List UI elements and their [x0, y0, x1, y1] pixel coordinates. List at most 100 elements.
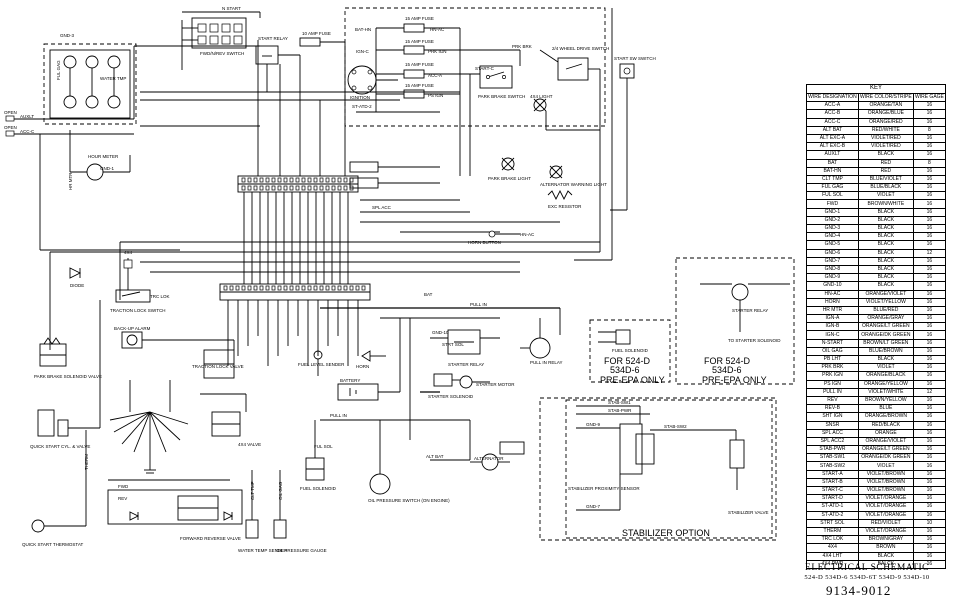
pre-epa-note: 534D-6	[712, 365, 742, 375]
key-cell-color: BLUE/BLACK	[857, 183, 914, 193]
traction-lock-switch	[115, 258, 151, 303]
key-cell-color: VIOLET/WHITE	[857, 387, 914, 397]
connector-pin	[343, 185, 348, 191]
key-cell-designation: GND-9	[806, 273, 859, 283]
pre-epa-note: PRE-EPA ONLY	[600, 375, 665, 385]
key-cell-gage: 16	[912, 494, 947, 504]
ignition-label: IGNITION	[350, 95, 370, 100]
pull-in-relay-label: PULL IN RELAY	[530, 360, 563, 365]
key-cell-designation: STAB-PWR	[806, 445, 859, 455]
key-cell-color: BLACK	[857, 150, 914, 160]
connector-pin	[337, 177, 342, 183]
key-cell-gage: 16	[912, 273, 947, 283]
key-cell-designation: PRK IGN	[806, 371, 859, 381]
four-x-four-valve	[200, 393, 247, 437]
key-cell-color: VIOLET/BROWN	[857, 469, 914, 479]
key-cell-designation: TRC LOK	[806, 535, 859, 545]
key-cell-designation: GND-7	[806, 256, 859, 266]
key-cell-color: BLACK	[857, 551, 914, 561]
wire-tag: ALT BAT	[426, 454, 444, 459]
key-cell-color: VIOLET/ORANGE	[857, 510, 914, 520]
battery-label: BATTERY	[340, 378, 360, 383]
key-cell-gage: 16	[912, 264, 947, 275]
wire-tag: STAB-SW1	[608, 400, 631, 405]
connector-pin	[247, 285, 252, 291]
traction-lock-valve-label: TRACTION LOCK VALVE	[192, 364, 244, 369]
pre-epa-note: FOR 524-D	[604, 356, 651, 366]
connector-pin	[223, 285, 228, 291]
connector-pin	[277, 177, 282, 183]
key-cell-gage: 16	[912, 510, 947, 520]
key-cell-gage: 16	[912, 314, 947, 324]
key-cell-gage: 16	[912, 404, 947, 414]
key-cell-color: ORANGE/GRAY	[857, 314, 914, 324]
connector-pin	[253, 285, 258, 291]
oil-pressure-switch-label: OIL PRESSURE SWITCH (ON ENGINE)	[368, 498, 450, 503]
key-cell-designation: ALT EXC-B	[806, 142, 859, 152]
connector-pin	[271, 177, 276, 183]
key-cell-designation: PB LHT	[806, 354, 859, 365]
key-cell-color: BROWN/YELLOW	[857, 395, 914, 406]
connector-pin	[253, 177, 258, 183]
starter-relay-label: STARTER RELAY	[448, 362, 484, 367]
key-cell-color: BLACK	[857, 223, 914, 234]
key-cell-gage: 16	[912, 461, 947, 471]
connector-pin	[355, 285, 360, 291]
key-cell-gage: 16	[912, 469, 947, 479]
key-cell-color: RED	[857, 158, 914, 168]
pre-epa-note: FOR 524-D	[704, 356, 751, 366]
battery	[337, 383, 400, 401]
wire-tag: GND-1	[100, 166, 114, 171]
backup-alarm	[121, 331, 168, 349]
splice-group	[349, 161, 560, 233]
quick-start-valve	[37, 300, 101, 437]
key-cell-designation: GND-2	[806, 215, 859, 226]
wire-tag: AUXLT	[20, 114, 34, 119]
connector-pins-lower	[223, 285, 366, 291]
key-cell-designation: ALT EXC-A	[806, 133, 859, 144]
connector-pin	[265, 285, 270, 291]
connector-pins-upper	[241, 177, 354, 191]
connector-pin	[307, 177, 312, 183]
main-harness	[140, 28, 601, 193]
key-cell-color: RED/WHITE	[857, 125, 914, 135]
wire-tag: PULL IN	[330, 413, 347, 418]
connector-pin	[301, 185, 306, 191]
fuel-solenoid	[305, 420, 325, 481]
connector-pin	[241, 285, 246, 291]
connector-pin	[331, 177, 336, 183]
connector-pin	[331, 285, 336, 291]
quick-start-thermostat-label: QUICK START THERMOSTAT	[22, 542, 84, 547]
key-cell-designation: SHT IGN	[806, 412, 859, 422]
key-cell-designation: START-B	[806, 477, 859, 488]
horn-label: HORN	[356, 364, 369, 369]
key-cell-gage: 16	[912, 166, 947, 176]
alternator-warning-label: ALTERNATOR WARNING LIGHT	[540, 182, 607, 187]
wire-tag: TRC LOK	[150, 294, 170, 299]
key-cell-gage: 8	[912, 158, 947, 168]
starter-solenoid-label: STARTER SOLENOID	[428, 394, 474, 399]
key-cell-designation: SPL ACC	[806, 428, 859, 438]
traction-lock-valve	[168, 339, 235, 379]
key-cell-designation: IGN-B	[806, 322, 859, 332]
lower-connector	[219, 283, 371, 301]
wire-tag: GND-9	[586, 422, 600, 427]
key-cell-gage: 16	[912, 150, 947, 160]
key-cell-gage: 16	[912, 445, 947, 455]
key-cell-color: ORANGE/TAN	[857, 101, 914, 111]
connector-pin	[313, 177, 318, 183]
